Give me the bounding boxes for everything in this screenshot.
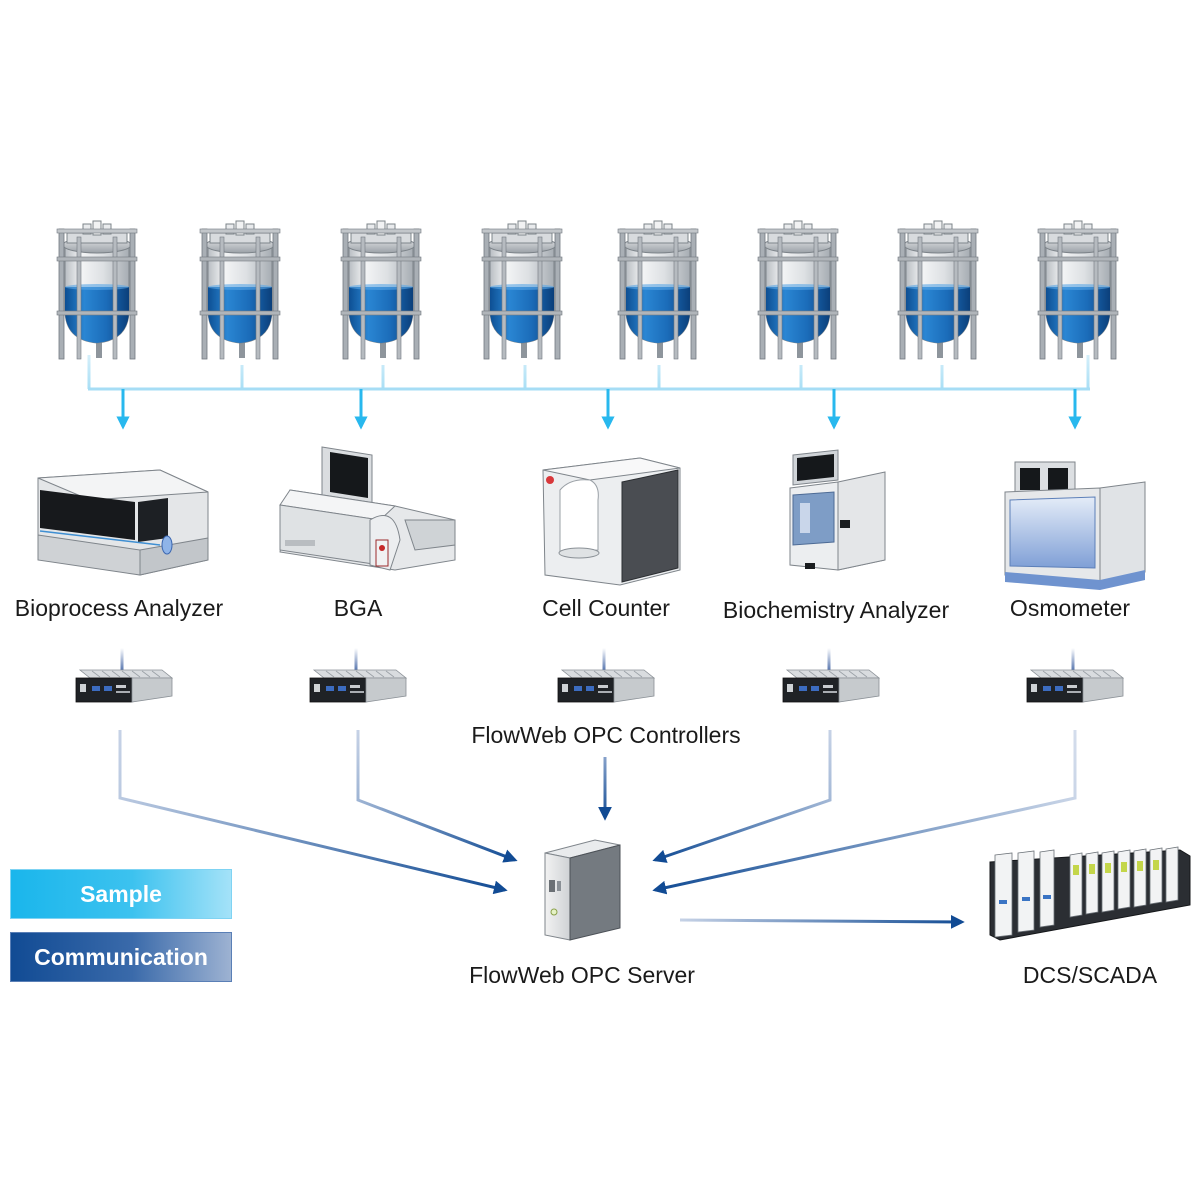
controllers-label: FlowWeb OPC Controllers <box>471 722 741 748</box>
bioreactor-7 <box>897 220 979 360</box>
controller-5 <box>1026 647 1124 703</box>
bioreactor-1 <box>56 220 138 360</box>
osmometer-device <box>1004 461 1146 590</box>
osmometer-label: Osmometer <box>1009 595 1131 621</box>
cell-counter-label: Cell Counter <box>542 595 670 621</box>
biochemistry-analyzer-device <box>789 449 886 571</box>
legend-sample: Sample <box>10 869 232 919</box>
legend-communication-label: Communication <box>34 943 208 970</box>
bioreactor-2 <box>199 220 281 360</box>
bioreactor-4 <box>481 220 563 360</box>
biochemistry-analyzer-label: Biochemistry Analyzer <box>722 597 950 623</box>
controller-3 <box>557 647 655 703</box>
controller-2 <box>309 647 407 703</box>
bioreactor-6 <box>757 220 839 360</box>
communication-lines <box>118 730 1077 929</box>
bioprocess-analyzer-device <box>37 469 209 576</box>
bioprocess-analyzer-label: Bioprocess Analyzer <box>14 595 224 621</box>
dcs-scada-device <box>989 846 1191 941</box>
server-label: FlowWeb OPC Server <box>469 962 695 988</box>
bga-label: BGA <box>333 595 383 621</box>
controller-row <box>75 647 1124 703</box>
bioreactor-5 <box>617 220 699 360</box>
opc-server-device <box>544 839 621 941</box>
bioreactor-8 <box>1037 220 1119 360</box>
legend-communication: Communication <box>10 932 232 982</box>
legend-sample-label: Sample <box>80 880 162 907</box>
cell-counter-device <box>542 457 681 586</box>
bioreactor-row <box>56 220 1119 360</box>
controller-1 <box>75 647 173 703</box>
controller-4 <box>782 647 880 703</box>
sample-lines <box>87 355 1090 430</box>
dcs-scada-label: DCS/SCADA <box>1022 962 1158 988</box>
bioreactor-3 <box>340 220 422 360</box>
bga-device <box>279 446 456 571</box>
